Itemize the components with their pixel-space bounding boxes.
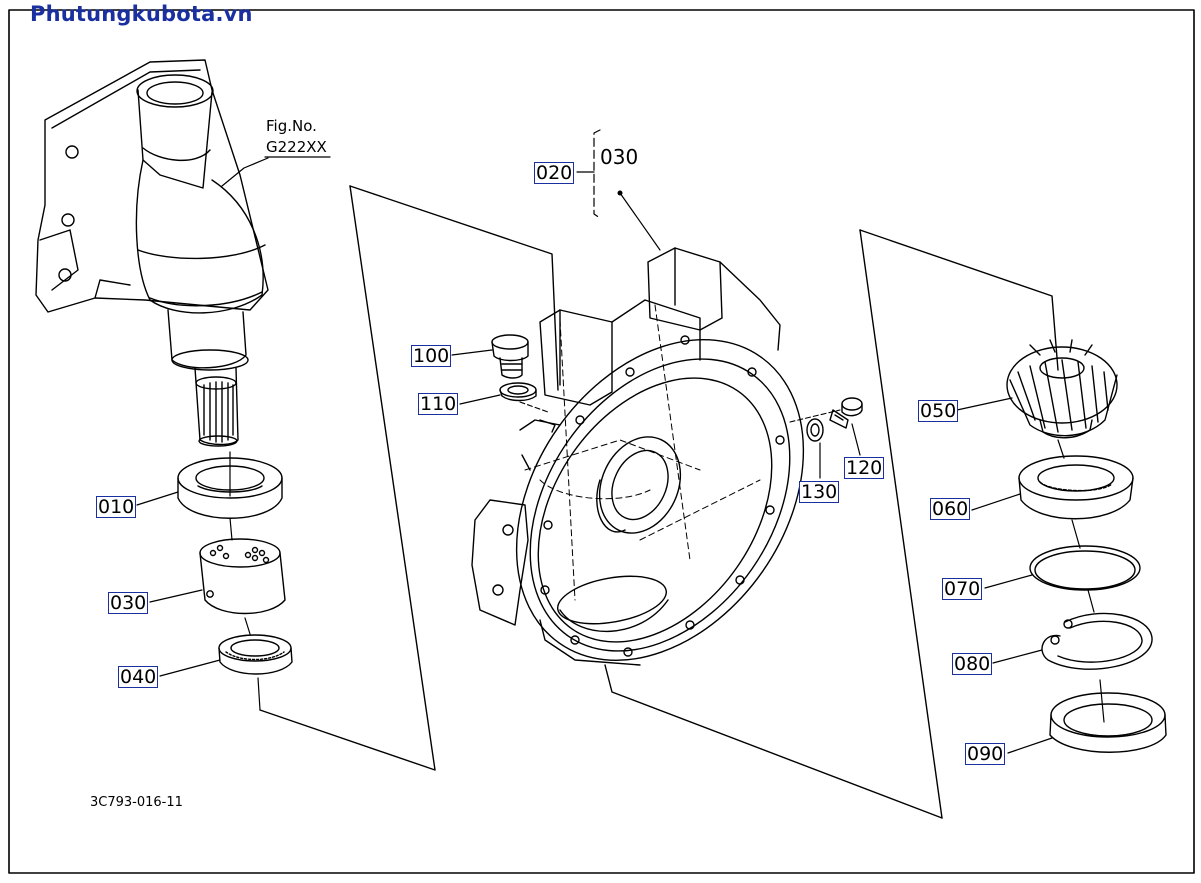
washer-110-drawing [499,382,537,402]
callout-090[interactable]: 090 [965,743,1006,765]
callout-040[interactable]: 040 [118,666,159,688]
snap-ring-080-drawing [1041,612,1153,670]
callout-120[interactable]: 120 [844,457,885,479]
bevel-gear-050-drawing [1006,339,1118,439]
figure-ref-number: G222XX [266,138,327,156]
diagram-border [8,9,1195,874]
callout-010[interactable]: 010 [96,496,137,518]
callout-110[interactable]: 110 [418,393,459,415]
figure-ref-label: Fig.No. [266,117,317,135]
callout-080[interactable]: 080 [952,653,993,675]
callout-050[interactable]: 050 [918,400,959,422]
seal-090-drawing [1049,692,1167,753]
callout-020[interactable]: 020 [534,162,575,184]
group-label: 030 [600,145,639,169]
o-ring-070-drawing [1029,545,1141,591]
bushing-030-drawing [199,538,286,615]
callout-060[interactable]: 060 [930,498,971,520]
callout-030[interactable]: 030 [108,592,149,614]
plug-100-drawing [491,334,529,379]
watermark-brand: Phutungkubota.vn [30,2,253,26]
bolt-120-drawing [829,397,863,429]
drawing-number: 3C793-016-11 [90,795,183,810]
thrust-bearing-040-drawing [218,634,293,675]
callout-100[interactable]: 100 [411,345,452,367]
callout-070[interactable]: 070 [942,578,983,600]
upper-housing-drawing [35,59,269,447]
callout-130[interactable]: 130 [799,481,840,503]
washer-130-drawing [806,418,824,442]
ball-bearing-060-drawing [1018,455,1134,520]
gear-case-drawing [471,247,805,666]
